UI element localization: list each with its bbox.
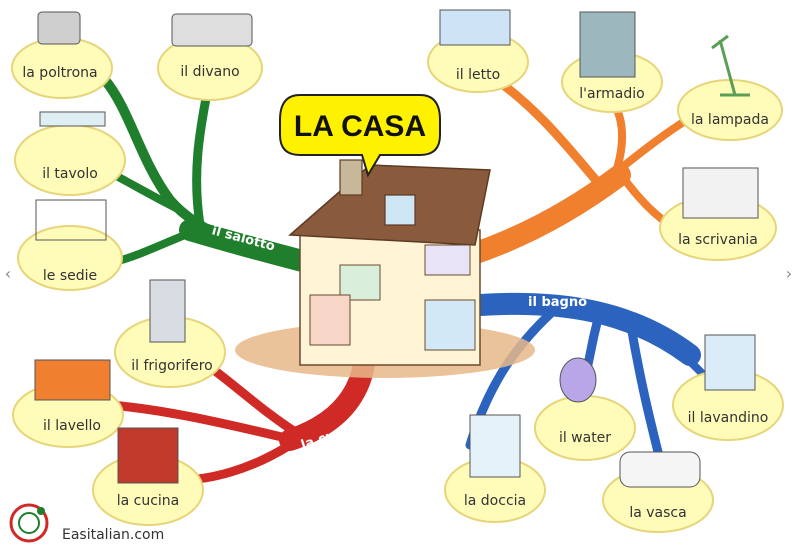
- fridge-icon: [149, 279, 186, 343]
- toilet-icon: [559, 357, 597, 403]
- bubble-il-tavolo: il tavolo: [14, 111, 126, 196]
- bubble-il-letto: il letto: [427, 9, 529, 93]
- armchair-icon: [37, 11, 81, 45]
- house-illustration: [235, 159, 535, 378]
- washbasin-icon: [704, 334, 756, 391]
- bubble-il-water: il water: [534, 357, 636, 461]
- label-la-lampada: la lampada: [691, 112, 769, 128]
- label-l-armadio: l'armadio: [579, 86, 644, 102]
- label-le-sedie: le sedie: [43, 268, 97, 284]
- label-la-doccia: la doccia: [464, 493, 526, 509]
- easitalian-logo-icon: [9, 503, 49, 543]
- label-il-lavello: il lavello: [43, 418, 101, 434]
- brand-name: Easitalian.com: [62, 527, 165, 543]
- label-il-water: il water: [559, 430, 611, 446]
- bubble-la-vasca: la vasca: [602, 451, 714, 533]
- bubble-la-cucina: la cucina: [92, 427, 204, 526]
- desk-icon: [682, 167, 759, 219]
- bubble-il-lavello: il lavello: [12, 359, 124, 448]
- label-il-tavolo: il tavolo: [42, 166, 98, 182]
- stove-icon: [117, 427, 179, 484]
- label-la-cucina: la cucina: [117, 493, 180, 509]
- label-la-vasca: la vasca: [629, 505, 686, 521]
- label-il-frigorifero: il frigorifero: [131, 358, 212, 374]
- bubble-il-frigorifero: il frigorifero: [114, 279, 226, 388]
- next-arrow-icon[interactable]: ›: [785, 264, 793, 283]
- bubble-la-poltrona: la poltrona: [11, 11, 113, 99]
- bubble-le-sedie: le sedie: [17, 199, 123, 291]
- title-bubble: LA CASA: [279, 94, 441, 178]
- bubble-l-armadio: l'armadio: [561, 11, 663, 113]
- bubble-la-doccia: la doccia: [444, 414, 546, 523]
- label-il-divano: il divano: [180, 64, 239, 80]
- shower-icon: [469, 414, 521, 478]
- prev-arrow-icon[interactable]: ‹: [4, 264, 12, 283]
- label-la-scrivania: la scrivania: [678, 232, 758, 248]
- branch-label-bagno: il bagno: [528, 295, 587, 310]
- label-il-letto: il letto: [456, 67, 500, 83]
- sink-icon: [34, 359, 111, 401]
- bubble-la-scrivania: la scrivania: [659, 167, 777, 261]
- label-il-lavandino: il lavandino: [688, 410, 769, 426]
- label-la-poltrona: la poltrona: [22, 65, 97, 81]
- bubble-il-divano: il divano: [157, 13, 263, 101]
- lamp-icon: [711, 34, 750, 97]
- bed-icon: [439, 9, 511, 46]
- sofa-icon: [171, 13, 253, 47]
- bubble-il-lavandino: il lavandino: [672, 334, 784, 441]
- bathtub-icon: [619, 451, 701, 488]
- chairs-icon: [35, 199, 107, 241]
- wardrobe-icon: [579, 11, 636, 78]
- page-title: LA CASA: [294, 110, 426, 143]
- bubble-la-lampada: la lampada: [677, 34, 783, 141]
- table-icon: [39, 111, 106, 127]
